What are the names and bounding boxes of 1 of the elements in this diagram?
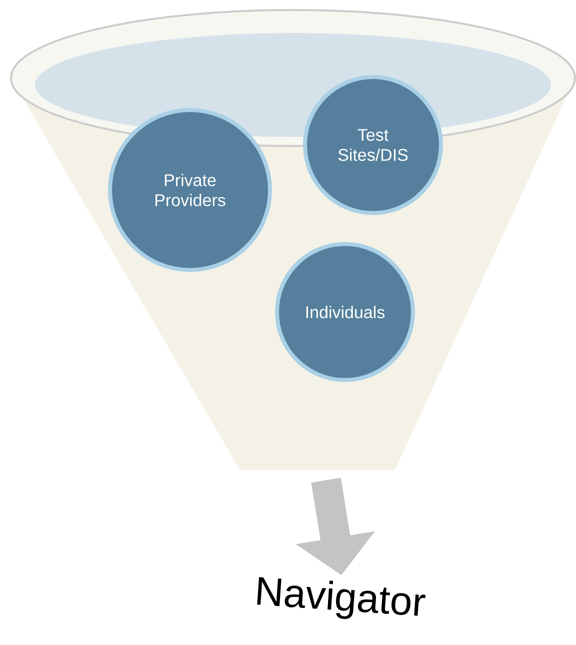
heading: Navigator	[257, 577, 426, 619]
